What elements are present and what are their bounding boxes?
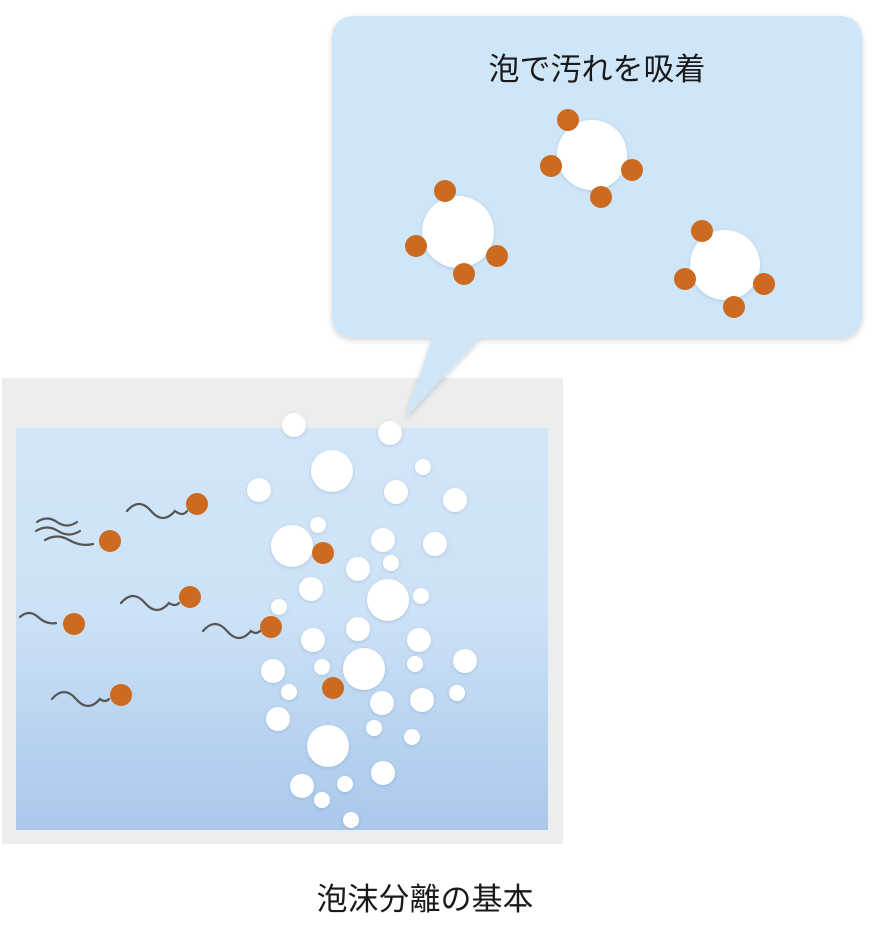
bubble [261,659,285,683]
bubble [343,812,359,828]
bubble [371,528,395,552]
dirt-particle [557,109,579,131]
bubble [370,691,394,715]
bubble [384,480,408,504]
dirt-with-tail [18,611,85,635]
bubble [310,517,326,533]
tail [35,517,79,527]
adsorbing-bubble-2 [540,109,643,208]
dirt-particle [179,586,201,608]
dirt-particle [753,273,775,295]
tail [201,622,262,640]
dirt-with-tail [201,616,282,640]
bubble [410,688,434,712]
dirt-particle [453,263,475,285]
bubble-column [247,413,477,828]
tail [50,690,111,708]
dirt-with-tail [34,517,121,552]
bubble [346,617,370,641]
bubble [407,628,431,652]
bubble [346,557,370,581]
dirt-particle [312,542,334,564]
bubble [266,707,290,731]
bubble [299,577,323,601]
dirt-with-tail [50,684,132,708]
tail [34,526,82,536]
callout-title: 泡で汚れを吸着 [489,52,706,88]
dirt-on-bubble [312,542,334,564]
tank-water [16,428,548,830]
bubble [314,659,330,675]
bubble [311,450,353,492]
tail [125,502,189,520]
bubble [271,599,287,615]
bubble [343,648,385,690]
dirt-particle [540,155,562,177]
dirt-particle [434,180,456,202]
bubble [413,588,429,604]
bubble [281,684,297,700]
diagram-caption: 泡沫分離の基本 [317,882,534,918]
adsorbing-bubble-1 [405,180,508,285]
dirt-particle [260,616,282,638]
tail [119,594,181,612]
dirt-particle [322,677,344,699]
dirt-particle [63,613,85,635]
tail [43,535,95,546]
callout-bubble [332,16,862,418]
dirt-particle [110,684,132,706]
bubble [282,413,306,437]
bubble [557,120,627,190]
dirt-particle [691,220,713,242]
dirt-with-tail [119,586,201,612]
bubble [290,774,314,798]
callout: 泡で汚れを吸着 [332,16,862,418]
bubble [301,628,325,652]
dirt-particle [590,186,612,208]
bubble [271,525,313,567]
dirt-particle [621,159,643,181]
bubble [337,776,353,792]
bubble [443,488,467,512]
dirt-particles [18,493,344,708]
bubble [423,532,447,556]
dirt-particle [486,245,508,267]
dirt-with-tail [125,493,208,520]
dirt-particle [99,530,121,552]
dirt-particle [674,268,696,290]
dirt-particle [723,296,745,318]
bubble [314,792,330,808]
bubble [307,725,349,767]
bubble [371,761,395,785]
bubble [404,729,420,745]
bubble [415,459,431,475]
bubble [247,478,271,502]
tail [18,611,58,625]
bubble [449,685,465,701]
bubble [453,649,477,673]
dirt-particle [186,493,208,515]
bubble [383,555,399,571]
bubble [378,421,402,445]
dirt-on-bubble [322,677,344,699]
adsorbing-bubble-3 [674,220,775,318]
bubble [690,230,760,300]
bubble [422,196,494,268]
bubble [367,579,409,621]
dirt-particle [405,235,427,257]
bubble [407,656,423,672]
bubble [366,720,382,736]
